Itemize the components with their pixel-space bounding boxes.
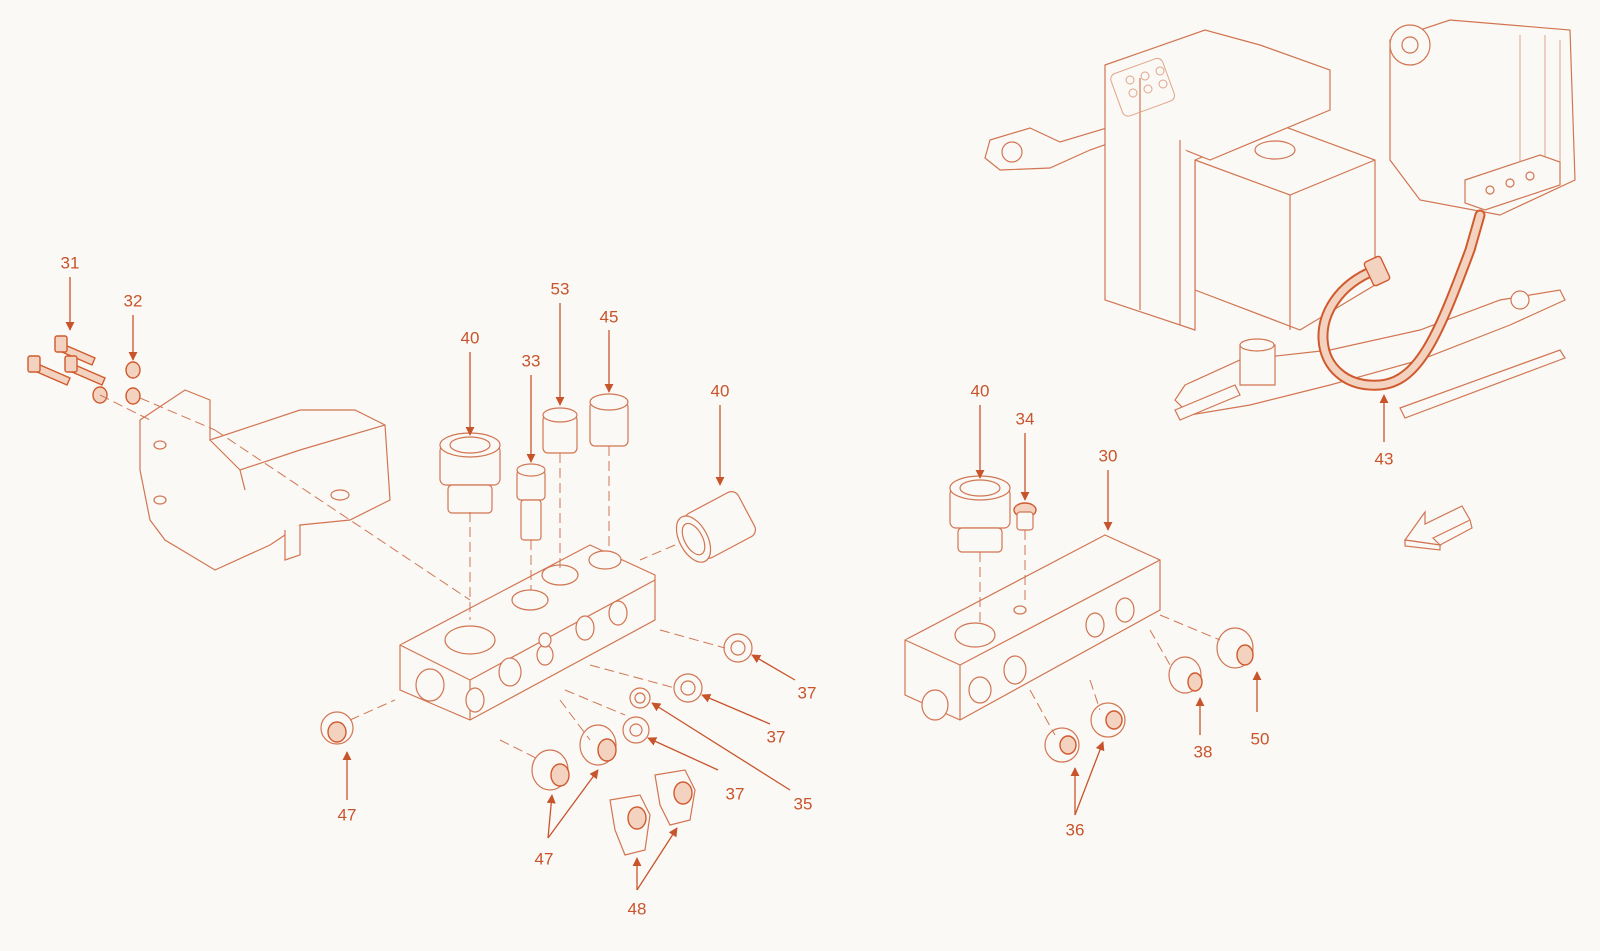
fitting-45 — [589, 393, 629, 447]
plug-37-lower — [622, 716, 650, 744]
callout-40-right: 40 — [971, 381, 990, 400]
callout-35: 35 — [794, 794, 813, 813]
callout-33: 33 — [522, 351, 541, 370]
callout-45: 45 — [600, 307, 619, 326]
fitting-50 — [1216, 627, 1254, 669]
washers-32 — [92, 361, 141, 405]
callout-47-left: 47 — [338, 805, 357, 824]
engine-assembly — [984, 19, 1576, 421]
callout-labels: 31 32 40 33 53 45 40 40 34 30 43 37 37 3… — [61, 253, 1394, 918]
callout-34: 34 — [1016, 409, 1035, 428]
direction-arrow-icon — [1403, 505, 1473, 551]
callout-36: 36 — [1066, 820, 1085, 839]
callout-37-lower: 37 — [726, 784, 745, 803]
mounting-bracket — [139, 389, 391, 571]
fitting-40-left — [439, 432, 501, 514]
elbow-48-a — [609, 794, 651, 856]
fitting-40-middle — [675, 491, 757, 563]
fitting-53 — [542, 407, 578, 454]
callout-37-middle: 37 — [767, 727, 786, 746]
left-manifold-block — [399, 544, 656, 721]
fitting-33 — [516, 463, 546, 541]
callout-38: 38 — [1194, 742, 1213, 761]
fitting-34 — [1013, 502, 1037, 531]
callout-43: 43 — [1375, 449, 1394, 468]
fitting-40-right — [949, 475, 1011, 553]
callout-50: 50 — [1251, 729, 1270, 748]
callout-53: 53 — [551, 279, 570, 298]
plug-36-a — [1044, 727, 1080, 763]
fitting-47-left — [320, 711, 354, 745]
elbow-48-b — [654, 769, 696, 826]
leader-lines — [65, 277, 1389, 891]
plug-36-b — [1090, 702, 1126, 738]
assembly-lines — [214, 429, 1221, 761]
callout-40-left: 40 — [461, 328, 480, 347]
right-manifold-block — [904, 534, 1161, 721]
callout-30: 30 — [1099, 446, 1118, 465]
callout-31: 31 — [61, 253, 80, 272]
fitting-47-lower-a — [531, 749, 570, 791]
fitting-47-lower-b — [579, 724, 617, 766]
plug-37-middle — [673, 673, 703, 703]
fitting-35 — [629, 687, 651, 709]
callout-47-lower: 47 — [535, 849, 554, 868]
callout-40-middle: 40 — [711, 381, 730, 400]
fitting-38 — [1168, 656, 1203, 694]
callout-37-upper: 37 — [798, 683, 817, 702]
plug-37-upper — [723, 633, 753, 663]
callout-32: 32 — [124, 291, 143, 310]
bolts-31 — [27, 335, 106, 386]
callout-48: 48 — [628, 899, 647, 918]
